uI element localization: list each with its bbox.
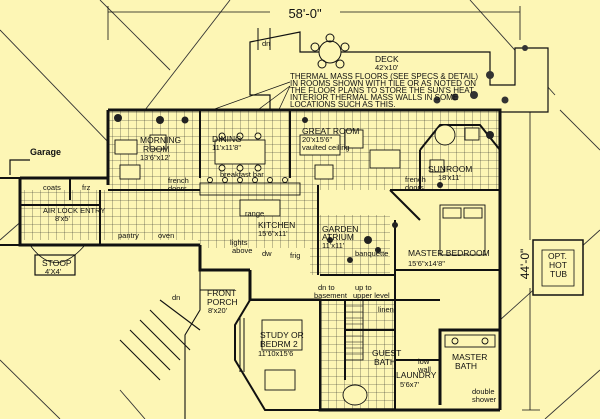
garage-label: Garage — [30, 147, 61, 157]
hot-tub — [532, 239, 584, 296]
low-wall-label-2: wall — [417, 365, 431, 374]
dining-size: 11'x11'8" — [212, 143, 241, 152]
garage-arrow — [9, 159, 30, 175]
morning-room-size: 13'6"x12' — [140, 153, 171, 162]
stairs — [345, 305, 363, 355]
frz-label: frz — [82, 183, 91, 192]
great-room-note: vaulted ceiling — [302, 143, 350, 152]
double-shower-label: double — [472, 387, 495, 396]
front-porch-label: FRONT — [207, 288, 236, 298]
french-doors-1b: doors — [168, 184, 187, 193]
sunroom-label: SUNROOM — [428, 164, 472, 174]
stoop-size: 4'X4' — [45, 267, 62, 276]
up-to-label: up to — [355, 283, 372, 292]
lights-above-label-2: above — [232, 246, 252, 255]
hot-tub-label-2: HOT — [549, 260, 567, 270]
hot-tub-label-3: TUB — [550, 269, 567, 279]
airlock-size: 8'x5' — [55, 214, 71, 223]
dn-to-label-2: basement — [314, 291, 348, 300]
laundry-size: 5'6x7' — [400, 380, 420, 389]
pantry-label: pantry — [118, 231, 139, 240]
kitchen-label: KITCHEN — [258, 220, 295, 230]
great-room-label: GREAT ROOM — [302, 126, 359, 136]
study-size: 11'10x15'6 — [258, 349, 293, 358]
front-porch-label-2: PORCH — [207, 297, 238, 307]
svg-text:LOCATIONS SUCH AS THIS.: LOCATIONS SUCH AS THIS. — [290, 100, 396, 109]
garage-walls — [0, 177, 20, 246]
svg-text:THE FLOOR PLANS TO STORE THE S: THE FLOOR PLANS TO STORE THE SUN'S HEAT — [290, 86, 474, 95]
french-doors-2: french — [405, 175, 426, 184]
low-wall-label: low — [418, 357, 430, 366]
up-to-label-2: upper level — [353, 291, 390, 300]
study-label-2: BEDRM 2 — [260, 339, 298, 349]
range-label: range — [245, 209, 264, 218]
morning-room-label-2: ROOM — [143, 144, 169, 154]
morning-room-label: MORNING — [140, 135, 181, 145]
laundry-label: LAUNDRY — [396, 370, 437, 380]
oven-label: oven — [158, 231, 174, 240]
garden-label: GARDEN — [322, 224, 358, 234]
tiled-floor — [20, 110, 500, 410]
frig-label: frig — [290, 251, 300, 260]
breakfast-bar-label: breakfast bar — [220, 170, 264, 179]
deck-size: 42'x10' — [375, 63, 399, 72]
dw-label: dw — [262, 249, 272, 258]
coats-label: coats — [43, 183, 61, 192]
porch-dn-label: dn — [172, 293, 180, 302]
guest-bath-label-2: BATH — [374, 357, 396, 367]
banquette-label: banquette — [355, 249, 388, 258]
french-doors-1: french — [168, 176, 189, 185]
atrium-label: ATRIUM — [322, 232, 354, 242]
study-label: STUDY OR — [260, 330, 304, 340]
linen-label: linen — [378, 305, 394, 314]
stoop-label: STOOP — [42, 258, 72, 268]
front-porch-size: 8'x20' — [208, 306, 228, 315]
deck-label: DECK — [375, 54, 399, 64]
sunroom-size: 18'x11' — [438, 173, 461, 182]
front-porch — [119, 270, 251, 419]
svg-text:IN ROOMS SHOWN WITH TILE OR AS: IN ROOMS SHOWN WITH TILE OR AS NOTED ON — [290, 79, 476, 88]
master-bath-label-2: BATH — [455, 361, 477, 371]
stoop — [34, 254, 76, 276]
plants — [114, 114, 494, 263]
thermal-note: THERMAL MASS FLOORS (SEE SPECS & DETAIL)… — [290, 72, 478, 109]
kitchen-size: 15'6"x11' — [258, 229, 288, 238]
double-shower-label-2: shower — [472, 395, 497, 404]
svg-text:INTERIOR THERMAL MASS WALLS IN: INTERIOR THERMAL MASS WALLS IN SOME — [290, 93, 458, 102]
dining-label: DINING — [212, 134, 242, 144]
airlock-label: AIR LOCK ENTRY — [43, 206, 105, 215]
dn-to-label: dn to — [318, 283, 335, 292]
master-bath-label: MASTER — [452, 352, 487, 362]
depth-dimension-label: 44'-0" — [518, 249, 532, 280]
dn-deck: dn — [262, 39, 270, 48]
furniture — [114, 124, 496, 406]
svg-text:THERMAL MASS FLOORS (SEE SPECS: THERMAL MASS FLOORS (SEE SPECS & DETAIL) — [290, 72, 478, 81]
lights-above-label: lights — [230, 238, 248, 247]
french-doors-2b: doors — [405, 183, 424, 192]
hot-tub-label: OPT. — [548, 251, 567, 261]
width-dimension-label: 58'-0" — [288, 6, 322, 21]
deck — [249, 28, 549, 113]
atrium-size: 11'x11' — [322, 241, 345, 250]
master-bedroom-size: 15'6"x14'8" — [408, 259, 445, 268]
guest-bath-label: GUEST — [372, 348, 401, 358]
master-bedroom-label: MASTER BEDROOM — [408, 248, 490, 258]
great-room-size: 20'x15'6" — [302, 135, 332, 144]
